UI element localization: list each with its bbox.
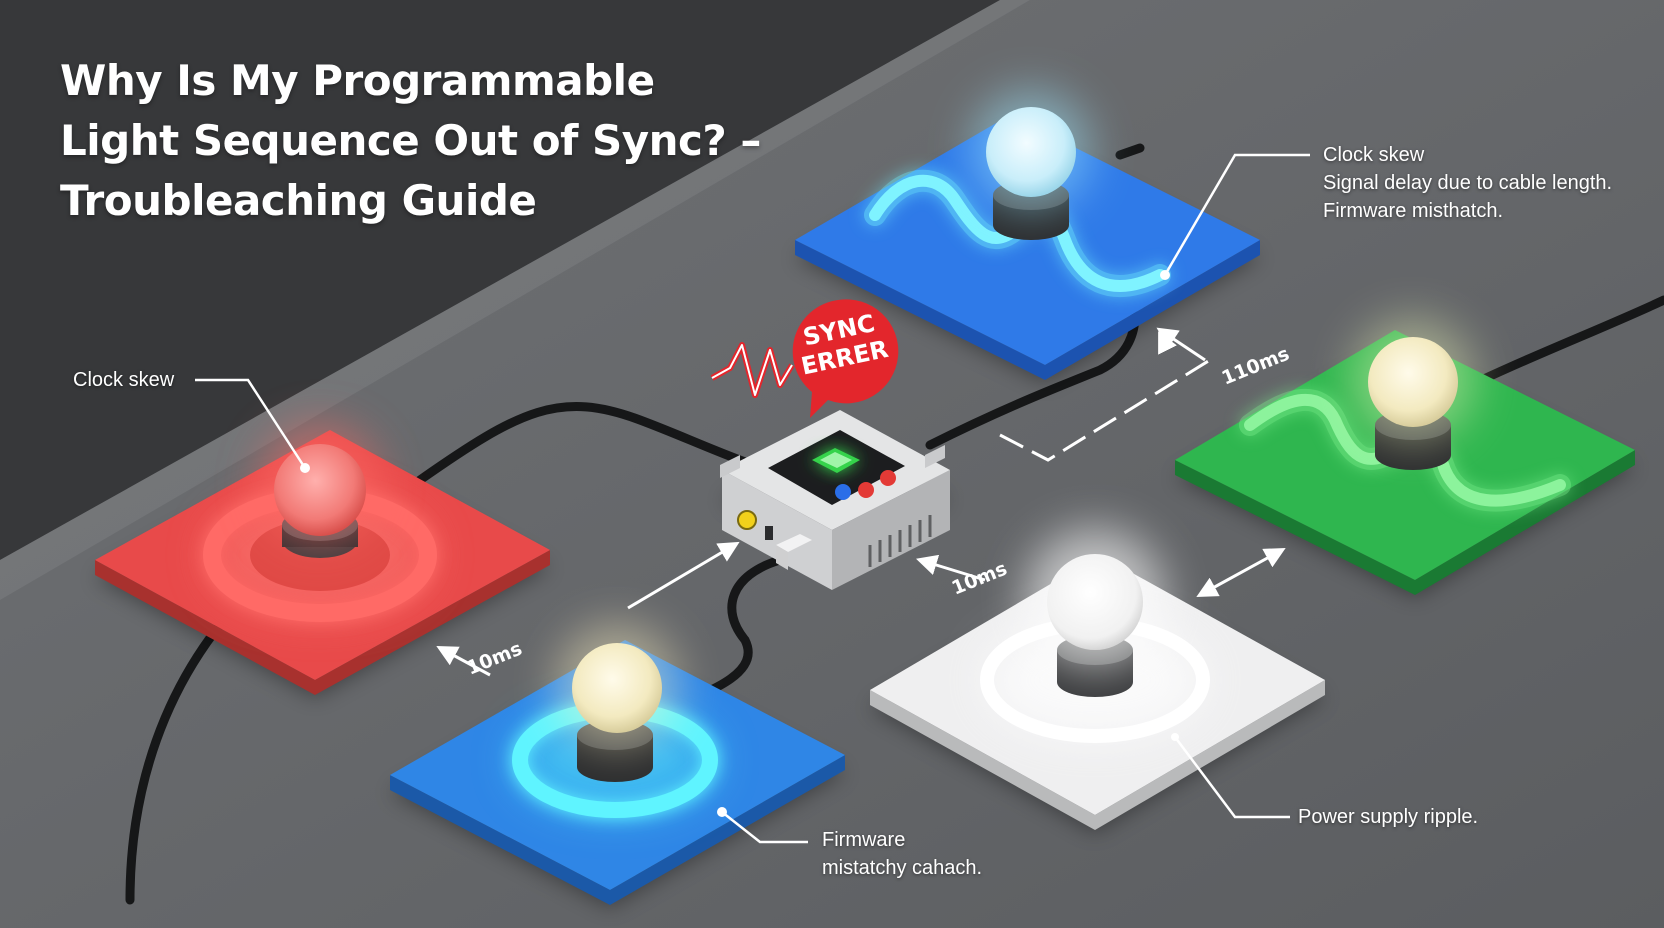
- annotation-bottom-line-2: mistatchy cahach.: [822, 857, 983, 879]
- sync-error-badge: SYNC ERRER: [710, 299, 899, 418]
- table-edge: [0, 0, 1030, 600]
- red-light-pad: [95, 425, 550, 698]
- annotation-bottom-right: Power supply ripple.: [1298, 806, 1479, 828]
- blue-warm-bulb: [572, 643, 662, 733]
- annotation-left: Clock skew: [73, 369, 175, 391]
- controller-box: [720, 410, 950, 590]
- red-bulb: [274, 444, 366, 536]
- white-bulb: [1047, 554, 1143, 650]
- annotation-top-right-line-3: Firmware misthatch.: [1323, 200, 1504, 222]
- title-line-1: Why Is My Programmable: [60, 56, 655, 105]
- annotation-top-right-line-2: Signal delay due to cable length.: [1323, 172, 1613, 194]
- annotation-bottom-line-1: Firmware: [822, 829, 906, 851]
- leader-lines: [195, 153, 1310, 844]
- annotation-bottom: Firmware mistatchy cahach.: [822, 826, 982, 882]
- green-light-pad: [1175, 318, 1635, 598]
- signal-arrows: [436, 327, 1286, 677]
- title-line-3: Troubleaching Guide: [60, 176, 537, 225]
- title-line-2: Light Sequence Out of Sync? –: [60, 116, 761, 165]
- blue-top-light-pad: [795, 90, 1260, 383]
- green-warm-bulb: [1368, 337, 1458, 427]
- leader-dots: [300, 270, 1179, 817]
- annotation-top-right-line-1: Clock skew: [1323, 144, 1425, 166]
- annotation-top-right: Clock skew Signal delay due to cable len…: [1323, 141, 1612, 225]
- cyan-bulb: [986, 107, 1076, 197]
- white-light-pad: [870, 528, 1325, 833]
- blue-bottom-light-pad: [390, 623, 845, 908]
